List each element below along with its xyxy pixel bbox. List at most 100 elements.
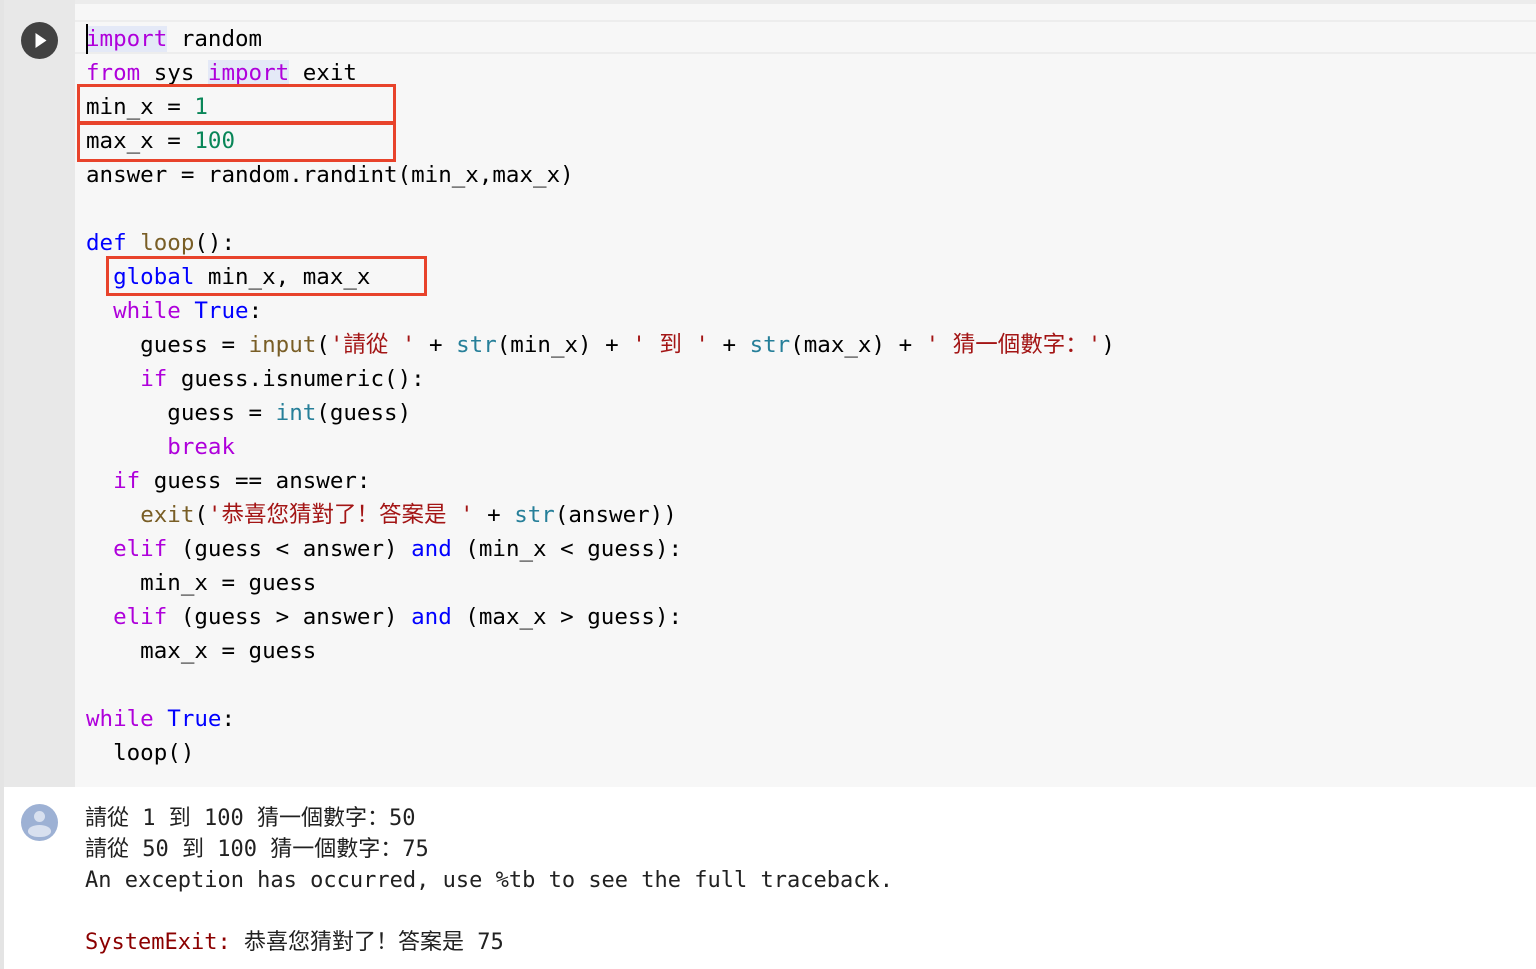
code-token: while — [86, 706, 154, 732]
code-token: guess = — [86, 400, 276, 426]
code-line[interactable]: from sys import exit — [86, 56, 1115, 90]
code-token: global — [113, 264, 195, 290]
code-line[interactable]: while True: — [86, 702, 1115, 736]
code-token: guess == answer: — [140, 468, 371, 494]
code-token: (min_x) + — [496, 332, 633, 358]
code-token: str — [514, 502, 555, 528]
code-token: (answer)) — [554, 502, 677, 528]
code-token: from — [86, 60, 141, 86]
code-token: guess = — [86, 332, 249, 358]
code-token: exit — [289, 60, 357, 86]
code-token: if — [113, 468, 141, 494]
code-line[interactable]: answer = random.randint(min_x,max_x) — [86, 158, 1115, 192]
annotation-box — [106, 256, 427, 296]
code-token: 1 — [194, 94, 208, 120]
code-token: : — [221, 706, 236, 732]
annotation-box — [77, 84, 396, 124]
code-token: loop() — [86, 740, 195, 766]
exception-message: An exception has occurred, use %tb to se… — [85, 868, 893, 893]
current-line-highlight — [75, 20, 1536, 54]
code-line[interactable]: min_x = guess — [86, 566, 1115, 600]
code-token: def — [86, 230, 127, 256]
code-token: (guess > answer) — [167, 604, 412, 630]
code-token: + — [708, 332, 750, 358]
code-token — [86, 366, 140, 392]
code-line[interactable]: if guess.isnumeric(): — [86, 362, 1115, 396]
code-token: ' 到 ' — [632, 332, 709, 358]
code-token: + — [415, 332, 457, 358]
code-token: 100 — [194, 128, 236, 154]
code-token — [86, 604, 113, 630]
code-token — [86, 468, 113, 494]
code-line[interactable]: max_x = guess — [86, 634, 1115, 668]
code-line[interactable]: break — [86, 430, 1115, 464]
code-token: True — [194, 298, 249, 324]
error-message: 恭喜您猜對了！答案是 75 — [230, 930, 504, 955]
code-token: import — [207, 60, 290, 86]
code-token: int — [275, 400, 317, 426]
code-line[interactable]: global min_x, max_x — [86, 260, 1115, 294]
code-token: max_x = — [86, 128, 195, 154]
output-text: 請從 1 到 100 猜一個數字：50 請從 50 到 100 猜一個數字：75… — [85, 803, 893, 958]
code-line[interactable] — [86, 192, 1115, 226]
code-line[interactable]: elif (guess > answer) and (max_x > guess… — [86, 600, 1115, 634]
code-token: exit — [140, 502, 195, 528]
code-token: (guess < answer) — [167, 536, 412, 562]
code-line[interactable]: min_x = 1 — [86, 90, 1115, 124]
text-cursor — [86, 24, 88, 54]
code-token: sys — [140, 60, 208, 86]
code-token: True — [167, 706, 222, 732]
code-line[interactable]: exit('恭喜您猜對了！答案是 ' + str(answer)) — [86, 498, 1115, 532]
code-line[interactable]: elif (guess < answer) and (min_x < guess… — [86, 532, 1115, 566]
code-token: '恭喜您猜對了！答案是 ' — [207, 502, 474, 528]
code-line[interactable]: guess = input('請從 ' + str(min_x) + ' 到 '… — [86, 328, 1115, 362]
code-token: guess.isnumeric(): — [167, 366, 425, 392]
code-token — [127, 230, 141, 256]
code-token: str — [456, 332, 497, 358]
code-token: : — [248, 298, 263, 324]
code-token: (): — [194, 230, 236, 256]
code-token: if — [140, 366, 168, 392]
code-token: max_x = guess — [86, 638, 317, 664]
code-token: (guess) — [316, 400, 412, 426]
code-token: loop — [140, 230, 195, 256]
code-line[interactable]: def loop(): — [86, 226, 1115, 260]
cell-output-area — [4, 787, 1536, 969]
code-token — [86, 298, 113, 324]
code-line[interactable] — [86, 668, 1115, 702]
code-token: str — [749, 332, 791, 358]
code-editor[interactable] — [75, 4, 1536, 787]
run-cell-button[interactable] — [21, 22, 58, 59]
code-token — [181, 298, 195, 324]
code-token: min_x = — [86, 94, 195, 120]
code-line[interactable]: if guess == answer: — [86, 464, 1115, 498]
code-token: elif — [113, 604, 168, 630]
user-avatar-icon — [21, 804, 58, 841]
annotation-box — [77, 122, 396, 162]
code-token: break — [167, 434, 236, 460]
code-token — [86, 536, 113, 562]
code-token: and — [411, 536, 452, 562]
code-line[interactable]: max_x = 100 — [86, 124, 1115, 158]
code-line[interactable]: loop() — [86, 736, 1115, 770]
code-token: (max_x) + — [790, 332, 926, 358]
code-token: elif — [113, 536, 168, 562]
cell-left-border — [0, 0, 4, 969]
code-line[interactable]: while True: — [86, 294, 1115, 328]
code-token: ( — [316, 332, 330, 358]
code-token: ' 猜一個數字：' — [925, 332, 1102, 358]
code-line[interactable]: import random — [86, 22, 1115, 56]
code-token: + — [473, 502, 515, 528]
code-token: ) — [1101, 332, 1115, 358]
code-token — [86, 434, 167, 460]
code-token: while — [113, 298, 181, 324]
code-token: and — [411, 604, 452, 630]
code-token: answer = random.randint(min_x,max_x) — [86, 162, 574, 188]
code-token — [154, 706, 168, 732]
code-token: input — [248, 332, 317, 358]
code-token: ( — [194, 502, 208, 528]
code-token: (max_x > guess): — [451, 604, 683, 630]
code-line[interactable]: guess = int(guess) — [86, 396, 1115, 430]
